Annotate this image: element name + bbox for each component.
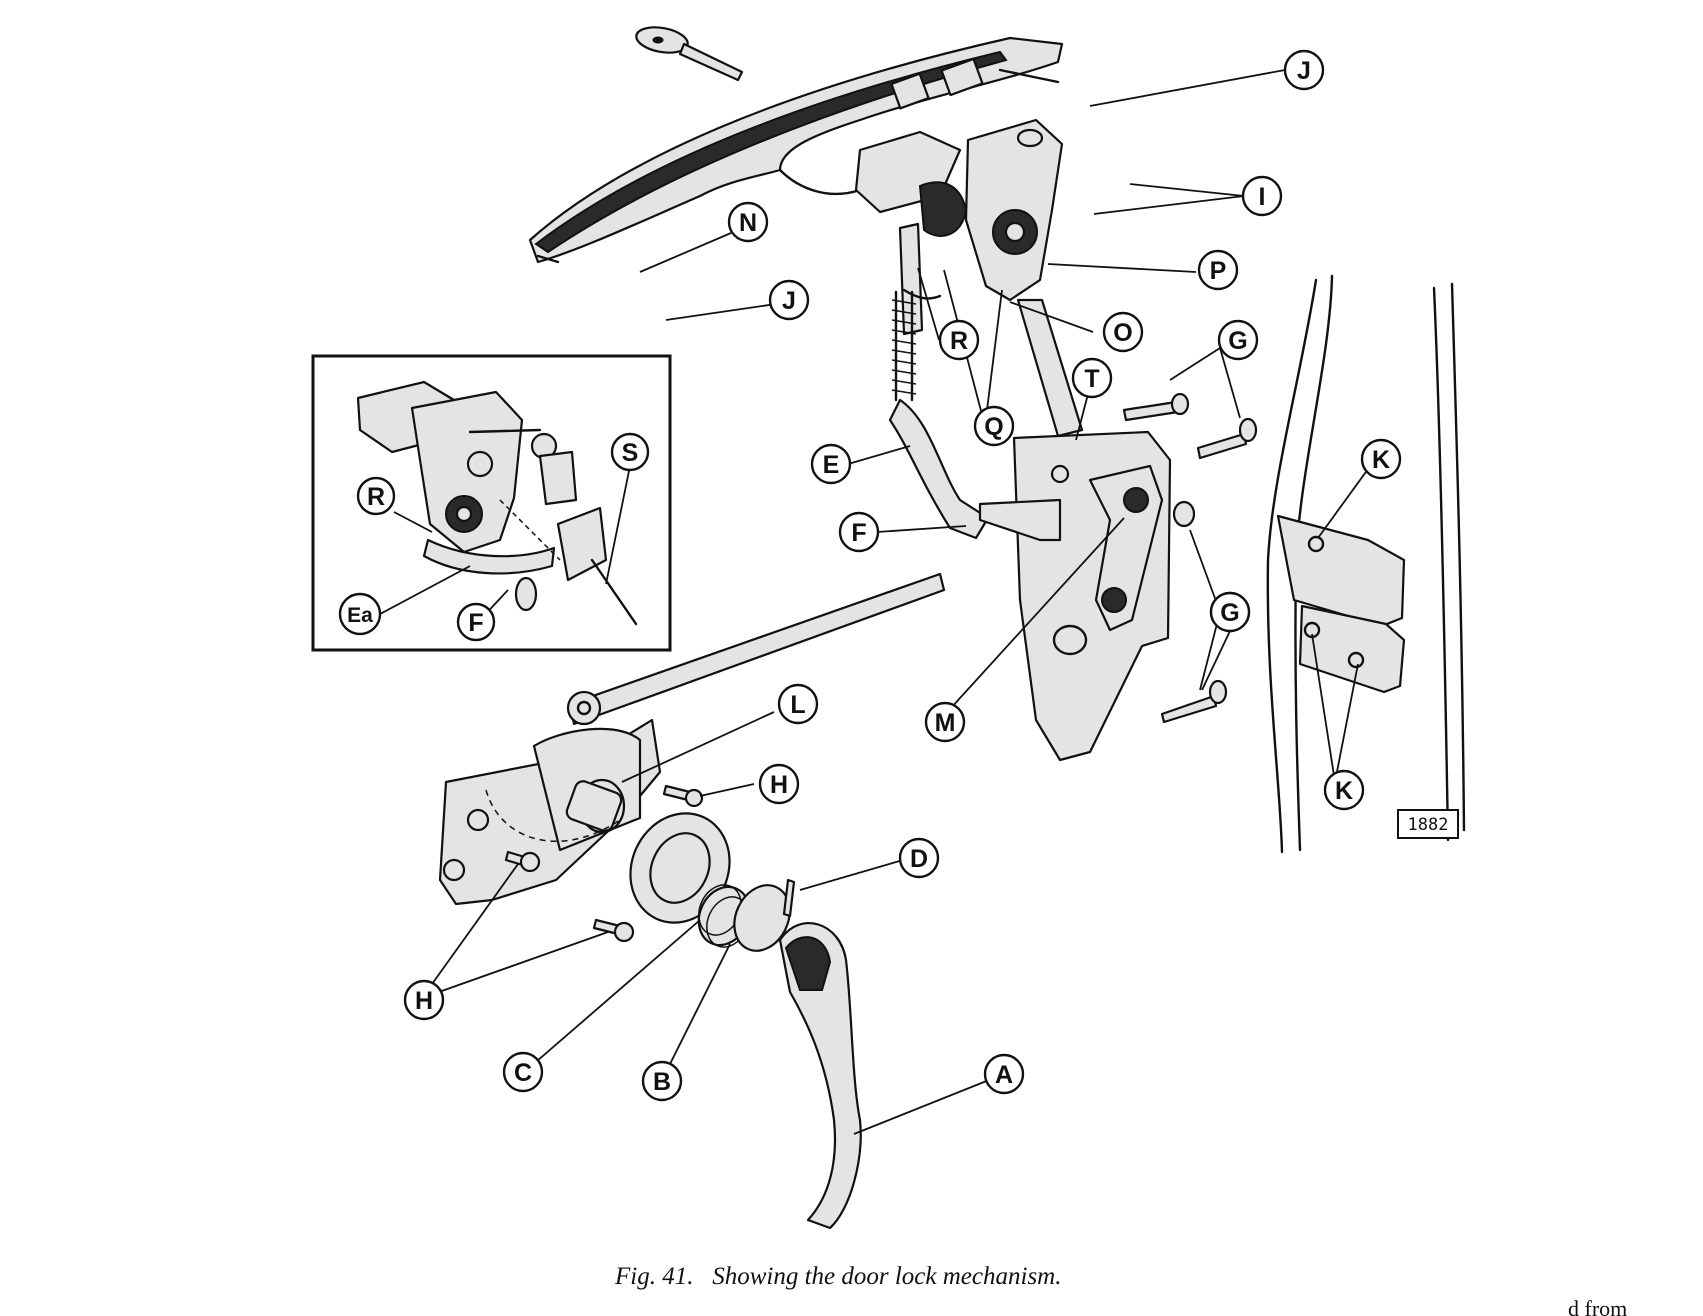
callout-o: O bbox=[1102, 311, 1144, 353]
striker-plate bbox=[1266, 274, 1466, 854]
callout-label: I bbox=[1259, 183, 1266, 211]
callouts-inset: S R Ea F bbox=[338, 432, 650, 642]
callout-q: Q bbox=[973, 405, 1015, 447]
lock-head-assembly bbox=[854, 118, 1064, 336]
screws-g bbox=[1122, 392, 1258, 724]
callout-g-bottom bbox=[1201, 630, 1231, 691]
callout-label: R bbox=[367, 483, 385, 511]
partial-text: d from bbox=[1568, 1296, 1627, 1316]
callout-label: K bbox=[1372, 446, 1390, 474]
callout-label: S bbox=[622, 439, 639, 467]
callout-label: O bbox=[1113, 319, 1132, 347]
exterior-handle bbox=[528, 36, 1064, 264]
callout-label: R bbox=[950, 327, 968, 355]
callout-a: A bbox=[983, 1053, 1025, 1095]
callout-label: J bbox=[1297, 57, 1311, 85]
inset-callout-s: S bbox=[610, 432, 650, 472]
callout-label: K bbox=[1335, 777, 1353, 805]
callout-p: P bbox=[1197, 249, 1239, 291]
callout-d: D bbox=[898, 837, 940, 879]
callout-m: M bbox=[924, 701, 966, 743]
inset-callout-ea: Ea bbox=[338, 592, 382, 636]
inset-callout-r: R bbox=[356, 476, 396, 516]
callout-t: T bbox=[1071, 357, 1113, 399]
callout-k-top: K bbox=[1360, 438, 1402, 480]
callout-label: C bbox=[514, 1059, 532, 1087]
reference-number: 1882 bbox=[1397, 809, 1459, 839]
callout-label: T bbox=[1084, 365, 1099, 393]
callout-k-bottom: K bbox=[1323, 769, 1365, 811]
callout-label: J bbox=[782, 287, 796, 315]
callout-label: P bbox=[1210, 257, 1227, 285]
callout-j-top: J bbox=[1283, 49, 1325, 91]
figure-caption: Fig. 41. Showing the door lock mechanism… bbox=[614, 1263, 1061, 1290]
spring-and-rods bbox=[888, 290, 1084, 540]
callout-label: A bbox=[995, 1061, 1013, 1089]
key bbox=[635, 26, 744, 82]
callout-label: D bbox=[910, 845, 928, 873]
callout-label: B bbox=[653, 1068, 671, 1096]
callout-h-right: H bbox=[758, 763, 800, 805]
inside-handle-parts bbox=[629, 812, 862, 1230]
callout-label: G bbox=[1228, 327, 1247, 355]
callout-label: H bbox=[770, 771, 788, 799]
callout-e: E bbox=[810, 443, 852, 485]
callout-c: C bbox=[502, 1051, 544, 1093]
callout-b: B bbox=[641, 1060, 683, 1102]
callout-label: L bbox=[790, 691, 805, 719]
callout-label: F bbox=[851, 519, 866, 547]
reference-number-text: 1882 bbox=[1408, 815, 1449, 835]
callout-label: F bbox=[468, 609, 483, 637]
callout-i: I bbox=[1241, 175, 1283, 217]
callout-h-left: H bbox=[403, 979, 445, 1021]
callout-g-top: G bbox=[1217, 319, 1259, 361]
callout-n: N bbox=[727, 201, 769, 243]
callout-label: N bbox=[739, 209, 757, 237]
lock-plate bbox=[978, 430, 1172, 762]
callout-r: R bbox=[938, 319, 980, 361]
callout-j-left: J bbox=[768, 279, 810, 321]
callout-g-mid: G bbox=[1209, 591, 1251, 633]
screws-h bbox=[504, 784, 704, 943]
callout-label: E bbox=[823, 451, 840, 479]
callout-label: G bbox=[1220, 599, 1239, 627]
callout-f: F bbox=[838, 511, 880, 553]
callout-label: Q bbox=[984, 413, 1003, 441]
callout-l: L bbox=[777, 683, 819, 725]
callout-label: Ea bbox=[347, 604, 373, 627]
inset-callout-f: F bbox=[456, 602, 496, 642]
inset-panel bbox=[311, 354, 672, 652]
inner-lock bbox=[438, 572, 946, 906]
callout-label: M bbox=[935, 709, 956, 737]
callout-label: H bbox=[415, 987, 433, 1015]
